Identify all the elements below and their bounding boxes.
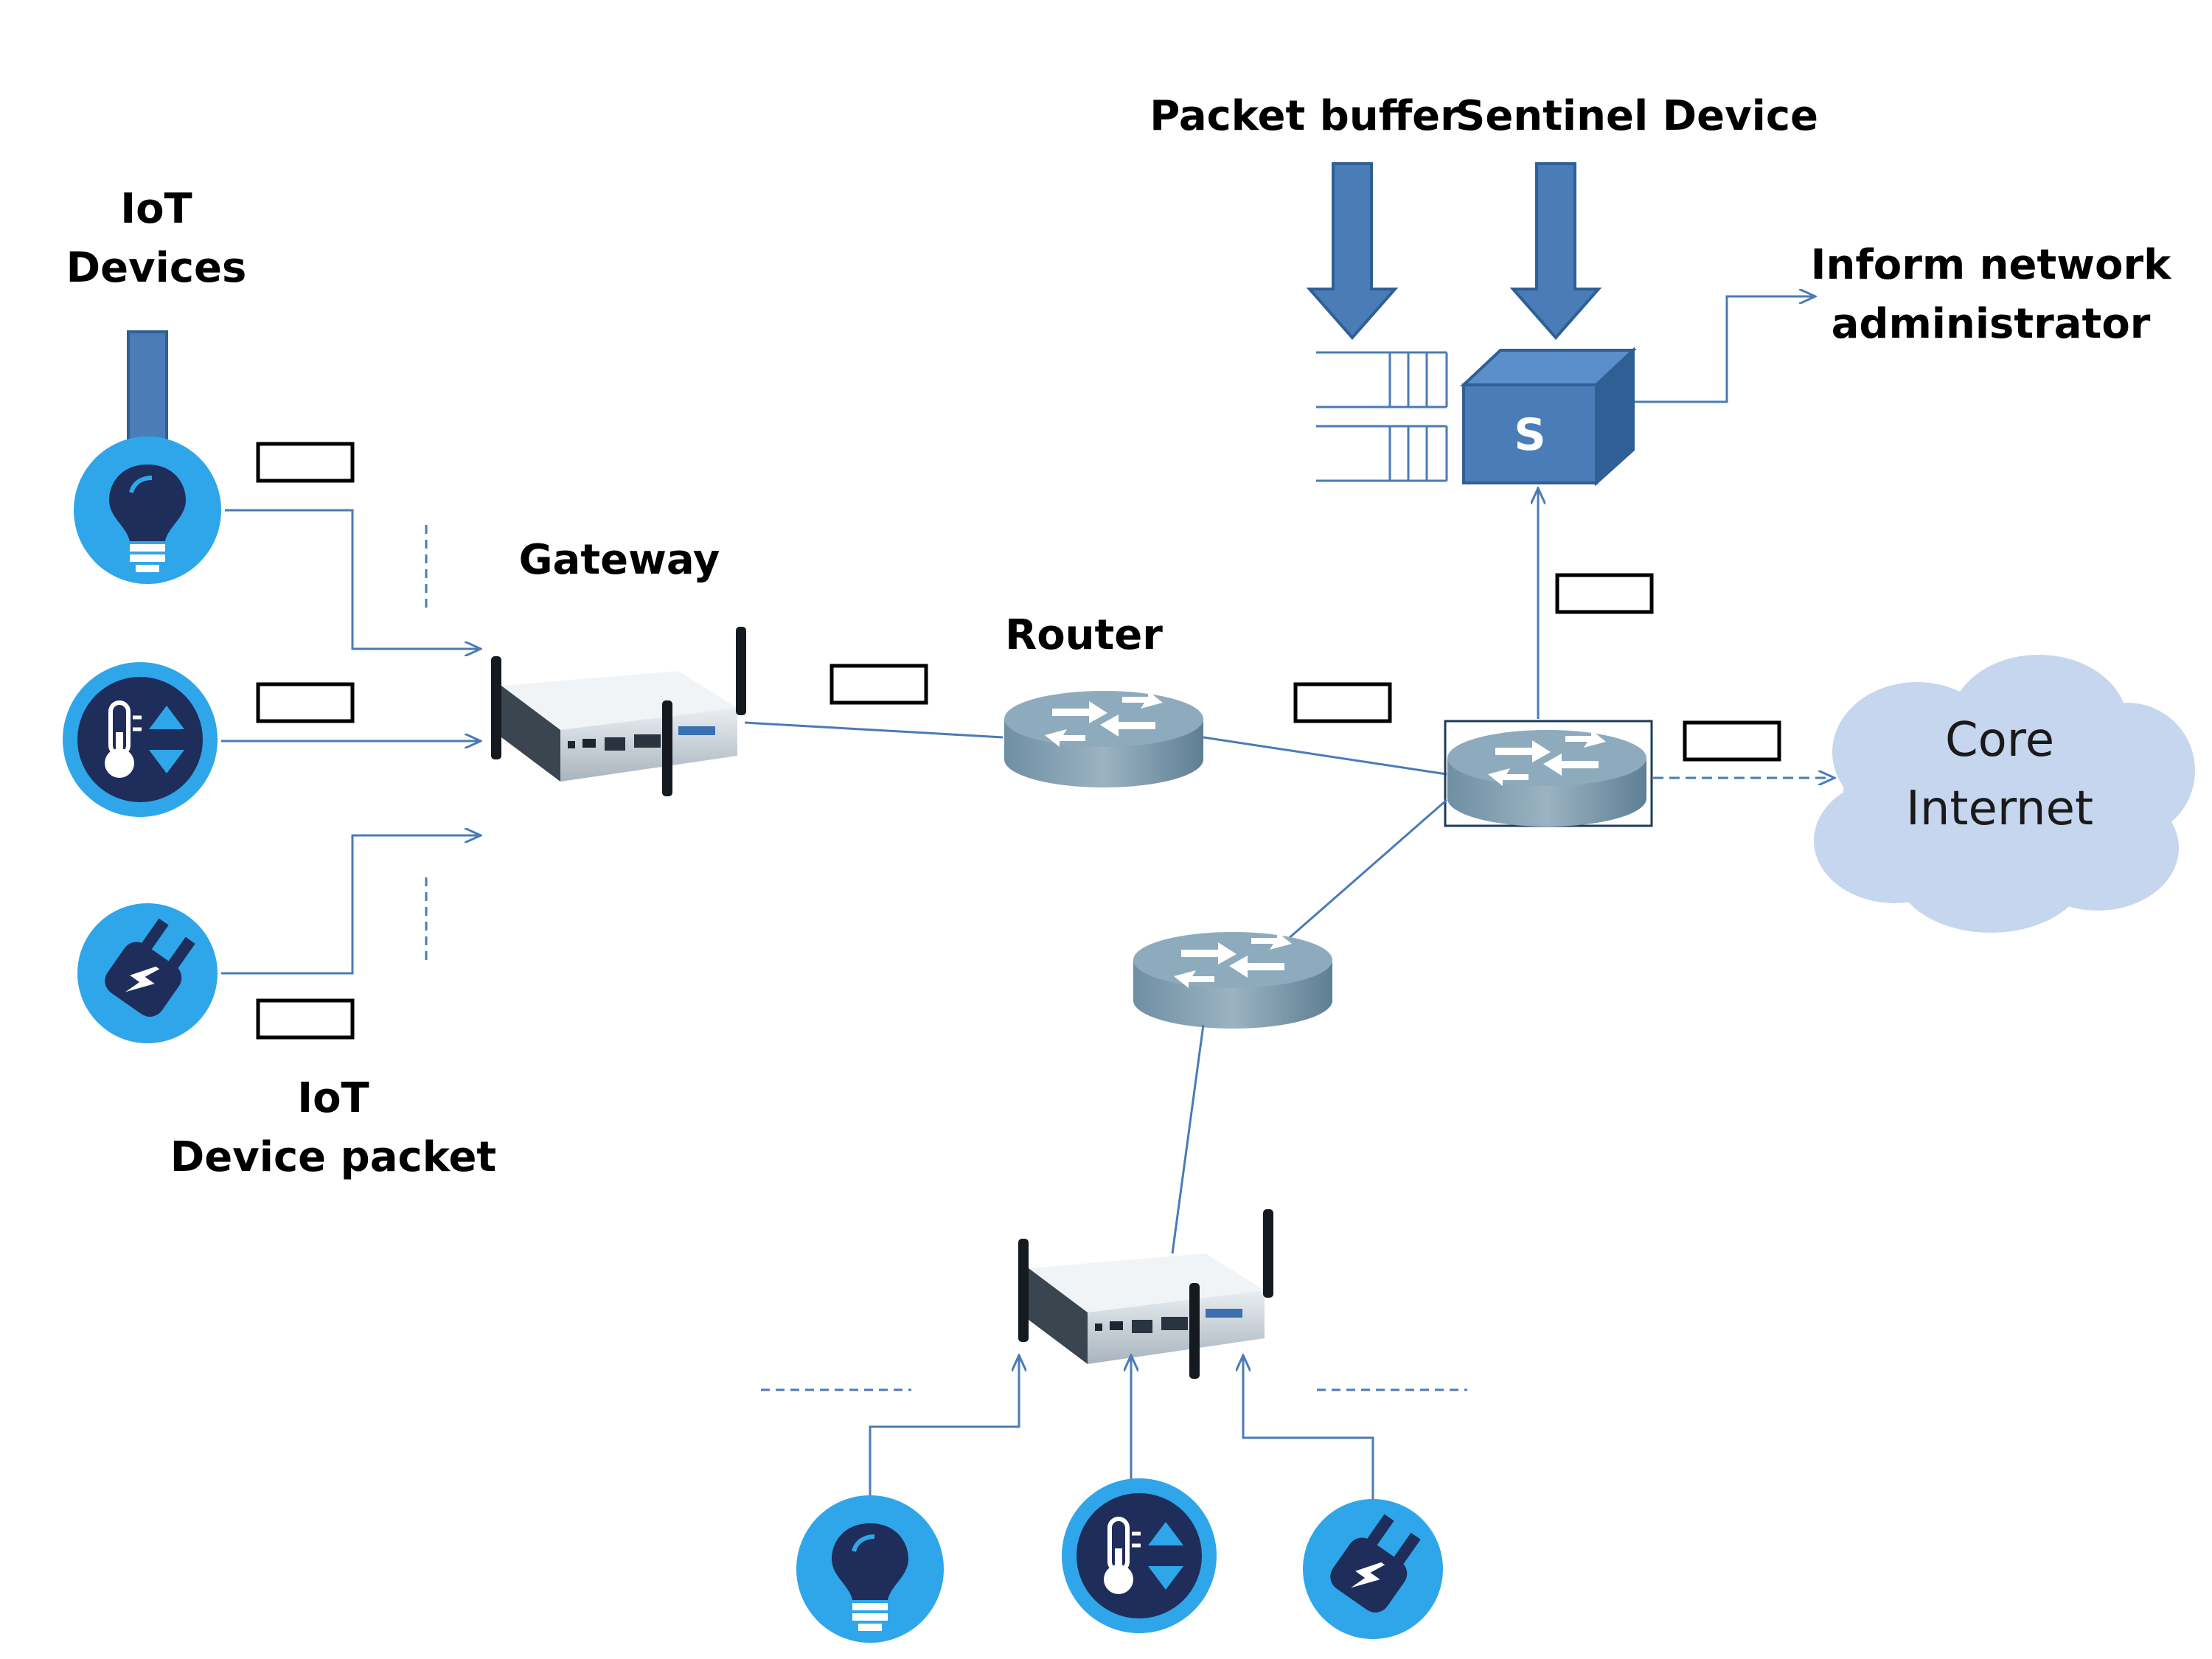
packet-box [1293,682,1392,723]
lightbulb-icon [74,437,221,584]
packet-box [256,682,355,723]
iot-device-packet-label: IoT Device packet [170,1074,496,1181]
packet-buffer-label: Packet buffer [1150,92,1461,140]
gateway-label: Gateway [519,536,720,584]
connection-line [1203,736,1447,776]
connection-line [221,835,481,975]
connection-line [1171,1024,1205,1254]
inform-admin-label: Inform network administrator [1811,241,2172,348]
sentinel-device-label: Sentinel Device [1455,92,1818,140]
packet-box [830,664,928,705]
core-internet-label: Core [1945,713,2054,768]
packet-buffer-queue [1316,351,1448,482]
lightbulb-icon [796,1495,944,1643]
svg-text:IoT: IoT [297,1074,369,1122]
core-internet-label: Internet [1906,782,2093,836]
connection-line [1635,296,1815,403]
iot-devices-label: IoT Devices [66,185,247,292]
svg-text:Inform network: Inform network [1811,241,2172,289]
router-icon [1447,730,1646,827]
power-plug-icon [77,903,218,1043]
wireless-gateway-icon [1018,1209,1273,1379]
packet-buffer-arrow [1308,162,1397,339]
wireless-gateway-icon [491,627,746,796]
svg-text:IoT: IoT [120,185,192,233]
power-plug-icon [1303,1499,1443,1639]
packet-box [1683,720,1781,762]
thermometer-icon [63,662,218,817]
thermometer-icon [1062,1478,1217,1633]
svg-text:Device packet: Device packet [170,1133,496,1181]
packet-box [256,442,355,483]
connection-line [869,1355,1019,1506]
svg-text:Devices: Devices [66,244,247,292]
packet-box [256,998,355,1040]
router-label: Router [1005,611,1163,659]
sentinel-device-arrow [1512,162,1600,339]
cloud-icon [1814,655,2195,933]
connection-line [225,509,481,649]
router-icon [1004,691,1203,787]
connection-line [1243,1355,1374,1506]
packet-box [1555,573,1654,614]
router-icon [1133,932,1332,1029]
sentinel-device-icon: S [1459,347,1638,487]
connection-line [744,721,1004,739]
connection-line [1286,799,1447,942]
svg-text:administrator: administrator [1832,300,2151,348]
svg-text:S: S [1514,409,1545,461]
